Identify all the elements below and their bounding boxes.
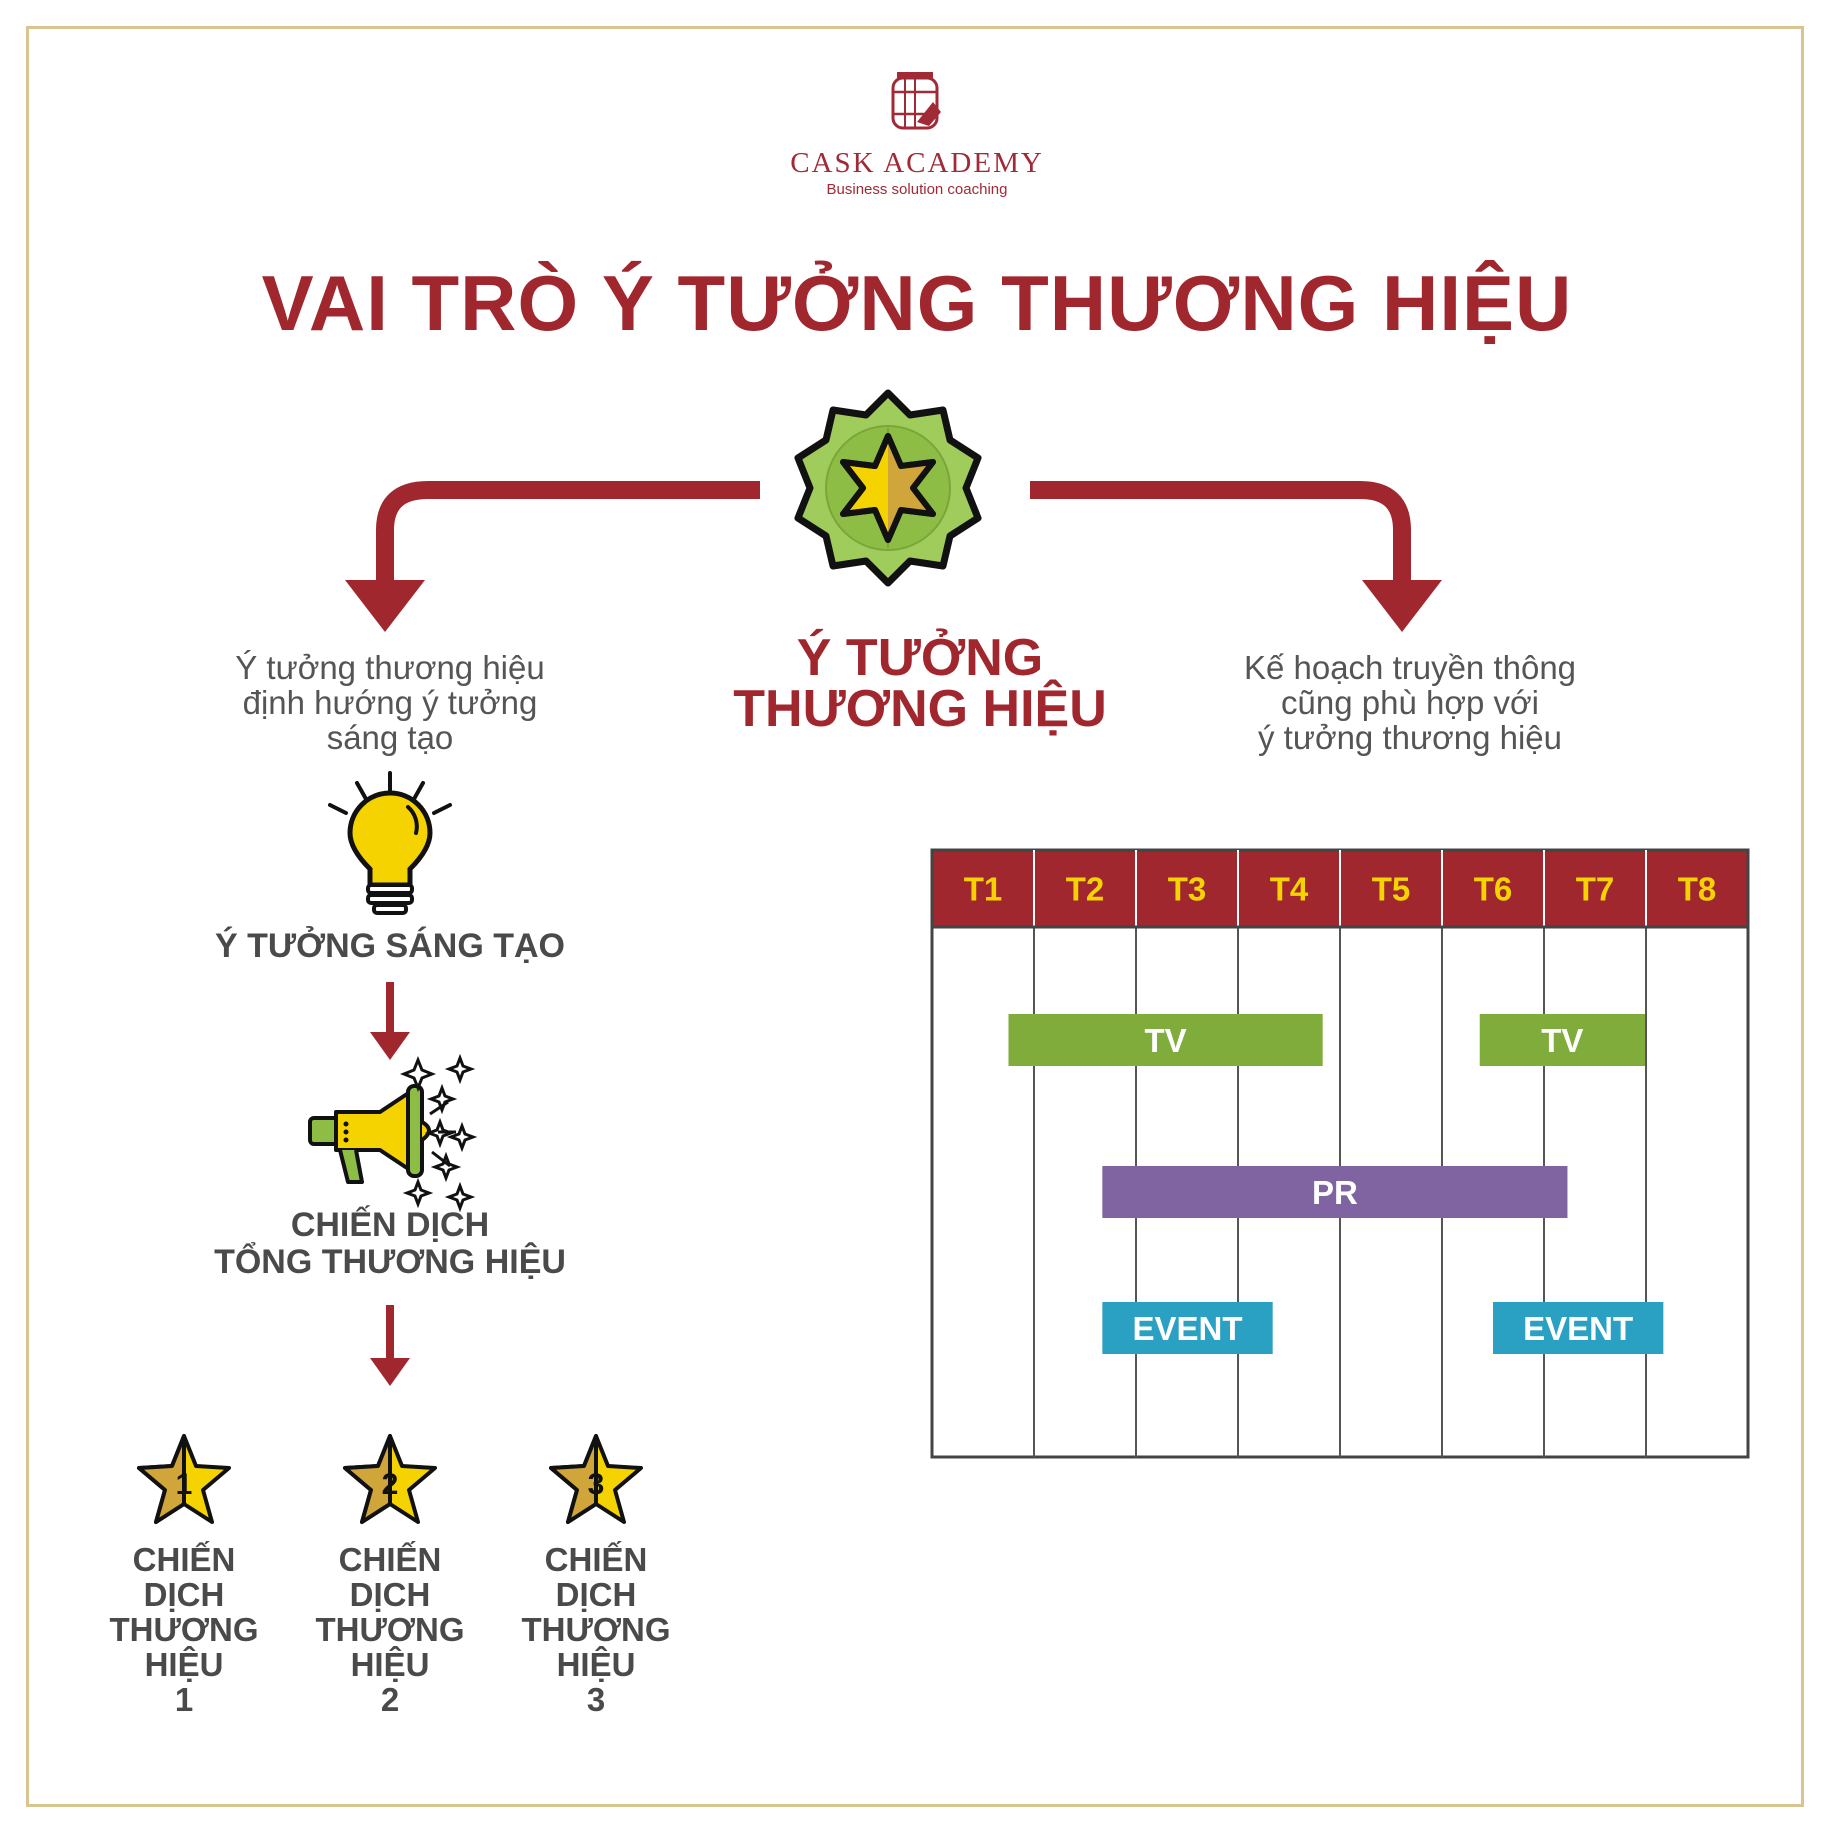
timeline-bar-tv [1479,1014,1645,1066]
campaign-label-line: DỊCH [349,1576,431,1613]
campaign-star-2-number: 2 [382,1468,399,1501]
page-title: VAI TRÒ Ý TƯỞNG THƯƠNG HIỆU [261,259,1573,347]
left-description-line: định hướng ý tưởng [242,684,538,721]
timeline-bar-pr [1102,1166,1568,1218]
month-label-t6: T6 [1474,871,1513,908]
right-description-line: cũng phù hợp với [1281,684,1539,721]
campaign-star-1-icon [137,1434,231,1524]
month-label-t8: T8 [1678,871,1717,908]
campaign-3-label: CHIẾN DỊCH THƯƠNG HIỆU 3 [506,1542,686,1717]
right-arrow-head [1362,580,1442,632]
cask-logo-icon [891,72,941,130]
left-curved-arrow [376,481,760,585]
month-label-t7: T7 [1576,871,1615,908]
campaign-label-line: CHIẾN [338,1541,442,1578]
lightbulb-icon [328,771,452,915]
center-title-line-1: Ý TƯỞNG [796,629,1044,687]
campaign-label-line: THƯƠNG [521,1611,671,1648]
campaign-label-line: 1 [174,1681,194,1718]
campaign-label-line: 2 [380,1681,400,1718]
stage-master-campaign-line-2: TỔNG THƯƠNG HIỆU [214,1243,566,1281]
left-arrow-head [345,580,425,632]
timeline-bar-label: EVENT [1523,1310,1633,1347]
brand-name: CASK ACADEMY [790,147,1044,179]
campaign-label-line: THƯƠNG [109,1611,259,1648]
timeline-bar-label: TV [1541,1022,1583,1059]
campaign-star-3-icon [549,1434,643,1524]
campaign-star-2-icon [343,1434,437,1524]
month-label-t3: T3 [1168,871,1207,908]
down-arrow-1 [370,982,410,1060]
campaign-label-line: HIỆU [144,1646,224,1683]
month-label-t1: T1 [964,871,1003,908]
timeline-bar-tv [1008,1014,1323,1066]
campaign-label-line: DỊCH [143,1576,225,1613]
campaign-label-line: THƯƠNG [315,1611,465,1648]
month-label-t2: T2 [1066,871,1105,908]
stage-creative-idea: Ý TƯỞNG SÁNG TẠO [215,927,565,965]
stage-master-campaign: CHIẾN DỊCH TỔNG THƯƠNG HIỆU [180,1207,600,1281]
right-description-line: ý tưởng thương hiệu [1258,719,1562,756]
campaign-label-line: DỊCH [555,1576,637,1613]
month-label-t5: T5 [1372,871,1411,908]
campaign-label-line: 3 [586,1681,606,1718]
campaign-2-label: CHIẾN DỊCH THƯƠNG HIỆU 2 [300,1542,480,1717]
left-description: Ý tưởng thương hiệu định hướng ý tưởng s… [180,650,600,755]
timeline-bar-event [1493,1302,1664,1354]
timeline-bar-label: TV [1144,1022,1186,1059]
timeline-bar-event [1102,1302,1273,1354]
campaign-label-line: CHIẾN [132,1541,236,1578]
right-curved-arrow [1030,481,1411,585]
campaign-star-3-number: 3 [588,1468,605,1501]
timeline-bar-label: PR [1312,1174,1358,1211]
stage-master-campaign-line-1: CHIẾN DỊCH [290,1206,490,1244]
megaphone-icon [308,1053,478,1213]
center-title: Ý TƯỞNG THƯƠNG HIỆU [640,629,1200,738]
campaign-1-label: CHIẾN DỊCH THƯƠNG HIỆU 1 [94,1542,274,1717]
campaign-label-line: HIỆU [556,1646,636,1683]
down-arrow-2 [370,1305,410,1386]
right-description-line: Kế hoạch truyền thông [1243,649,1577,686]
left-description-line: Ý tưởng thương hiệu [235,649,545,686]
campaign-label-line: HIỆU [350,1646,430,1683]
campaign-star-1-number: 1 [176,1468,193,1501]
campaign-label-line: CHIẾN [544,1541,648,1578]
center-title-line-2: THƯƠNG HIỆU [733,680,1107,738]
timeline-bar-label: EVENT [1132,1310,1242,1347]
badge-star-icon [794,389,982,587]
month-label-t4: T4 [1270,871,1309,908]
page-frame [26,26,1804,1807]
left-description-line: sáng tạo [326,719,454,756]
right-description: Kế hoạch truyền thông cũng phù hợp với ý… [1180,650,1640,755]
brand-tagline: Business solution coaching [826,181,1008,198]
